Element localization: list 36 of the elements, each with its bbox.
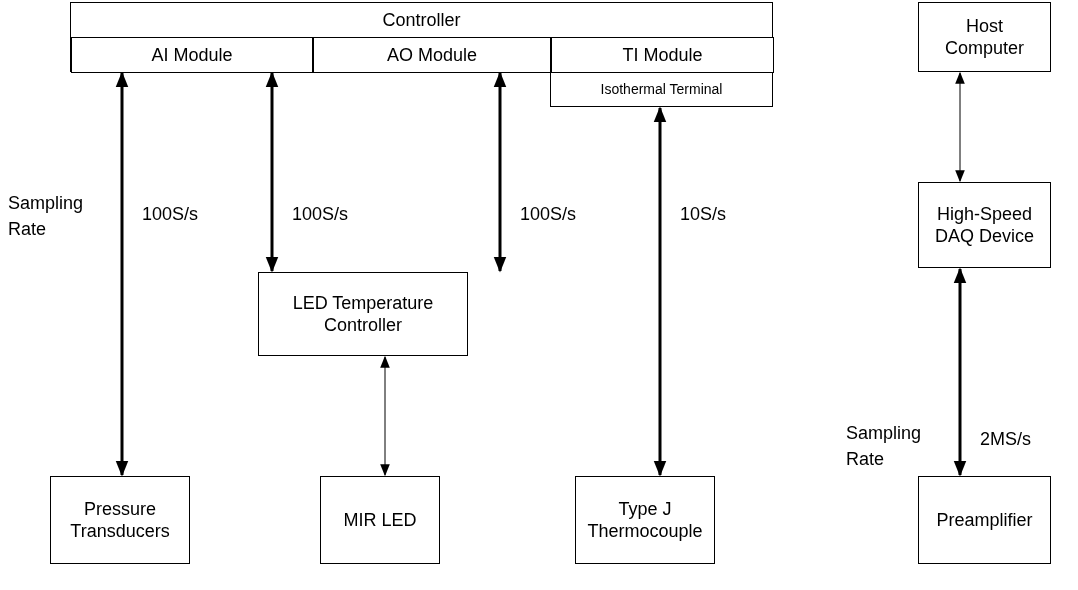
double-arrow: [380, 355, 390, 477]
module-box: [575, 476, 715, 564]
node-label: LED Temperature Controller: [291, 291, 435, 337]
node-label: Controller: [381, 9, 462, 32]
module-box: [918, 2, 1051, 72]
double-arrow: [955, 71, 965, 183]
edge-label: 100S/s: [142, 203, 199, 226]
node-label: TI Module: [621, 43, 704, 67]
node-label: AO Module: [385, 43, 478, 67]
double-arrow: [653, 106, 667, 477]
node-label: Host Computer: [944, 14, 1025, 60]
edge-label: 10S/s: [680, 203, 727, 226]
module-box: [551, 37, 774, 73]
node-label: Type J Thermocouple: [586, 497, 704, 543]
edge-label: 100S/s: [292, 203, 349, 226]
module-box: [320, 476, 440, 564]
double-arrow: [493, 71, 507, 273]
edge-label: 2MS/s: [980, 428, 1031, 451]
module-box: [550, 72, 773, 107]
node-label: AI Module: [150, 43, 234, 67]
node-label: Pressure Transducers: [69, 497, 171, 543]
double-arrow: [953, 267, 967, 477]
module-box: [313, 37, 551, 73]
node-label: Isothermal Terminal: [599, 80, 724, 99]
double-arrow: [265, 71, 279, 273]
node-label: High-Speed DAQ Device: [934, 202, 1035, 248]
edge-label: 100S/s: [520, 203, 577, 226]
module-box: [50, 476, 190, 564]
controller-box: [70, 2, 773, 72]
double-arrow: [115, 71, 129, 477]
module-box: [71, 37, 313, 73]
node-label: MIR LED: [342, 508, 418, 532]
module-box: [918, 476, 1051, 564]
module-box: [258, 272, 468, 356]
module-box: [918, 182, 1051, 268]
node-label: Preamplifier: [935, 508, 1034, 532]
